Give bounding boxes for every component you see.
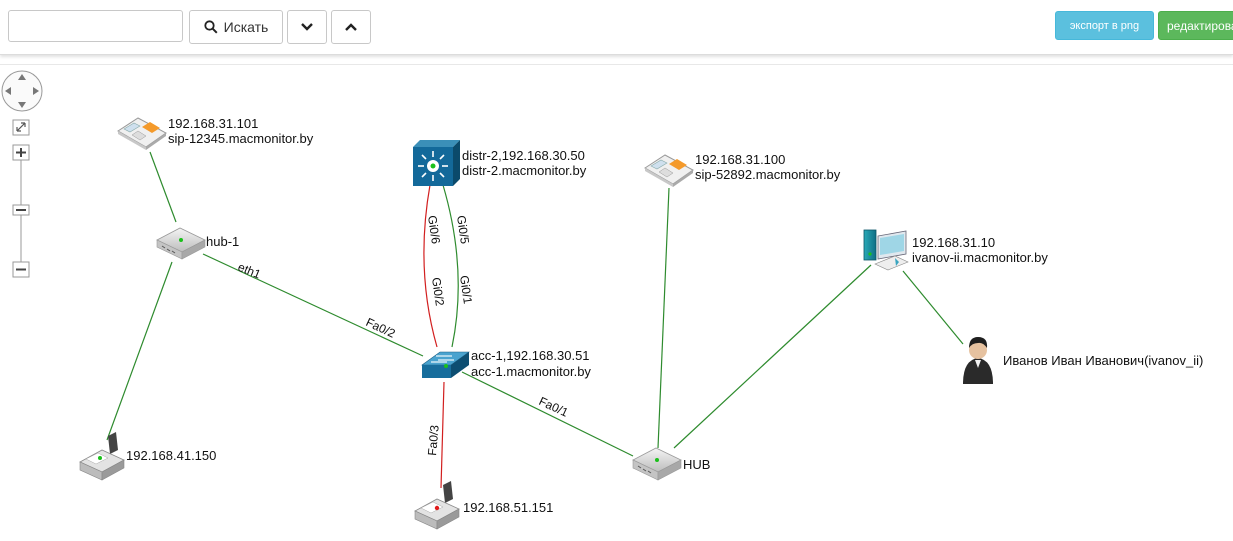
node-label: 192.168.41.150 [126,448,216,463]
node-phone-2[interactable]: 192.168.31.100 sip-52892.macmonitor.by [644,152,841,187]
link-phone1-hub1[interactable] [149,151,177,223]
node-label: acc-1.macmonitor.by [471,364,591,379]
link-hub-pc[interactable] [673,264,872,449]
zoom-slider-handle[interactable] [12,204,30,216]
node-label: sip-52892.macmonitor.by [695,167,841,182]
link-label: Gi0/6 [425,214,443,245]
node-hub[interactable]: HUB [632,447,710,481]
node-user[interactable]: Иванов Иван Иванович(ivanov_ii) [963,337,1203,384]
link-label: Fa0/1 [537,394,571,420]
next-result-button[interactable] [287,10,327,44]
search-button[interactable]: Искать [189,10,283,44]
ip-phone-icon [117,117,167,150]
chevron-down-icon [301,23,313,31]
pan-down-icon[interactable] [18,102,26,108]
node-printer-2[interactable]: 192.168.51.151 [414,481,553,530]
node-label: 192.168.31.101 [168,116,258,131]
node-label: hub-1 [206,234,239,249]
hub-icon [632,447,682,481]
user-icon [963,337,993,384]
link-acc1-hub[interactable] [461,371,634,457]
node-label: distr-2,192.168.30.50 [462,148,585,163]
link-label: Gi0/5 [454,214,472,245]
node-label: sip-12345.macmonitor.by [168,131,314,146]
map-navigation [1,70,43,278]
links [106,151,964,489]
plus-icon [16,148,26,157]
hub-icon [156,227,206,260]
link-label: Gi0/2 [429,276,447,307]
link-acc1-printer2[interactable] [440,381,445,489]
search-icon [204,20,218,34]
node-label: Иванов Иван Иванович(ivanov_ii) [1003,353,1203,368]
node-distr-2[interactable]: distr-2,192.168.30.50 distr-2.macmonitor… [413,140,587,186]
node-hub-1[interactable]: hub-1 [156,227,239,260]
edit-button[interactable]: редактировать [1158,11,1233,40]
pan-left-icon[interactable] [5,87,11,95]
link-distr2-acc1-gi06[interactable] [423,184,438,348]
node-phone-1[interactable]: 192.168.31.101 sip-12345.macmonitor.by [117,116,314,150]
link-labels: eth1 Fa0/2 Gi0/6 Gi0/2 Gi0/5 Gi0/1 Fa0/3… [236,214,571,456]
pan-control[interactable] [1,70,43,112]
pan-right-icon[interactable] [33,87,39,95]
node-printer-1[interactable]: 192.168.41.150 [79,432,216,481]
node-workstation[interactable]: 192.168.31.10 ivanov-ii.macmonitor.by [863,229,1048,271]
link-hub1-printer1[interactable] [106,261,173,441]
printer-icon [414,481,460,530]
workstation-icon [863,229,909,271]
previous-result-button[interactable] [331,10,371,44]
fit-view-button[interactable] [12,119,30,136]
zoom-in-button[interactable] [12,144,30,161]
chevron-up-icon [345,23,357,31]
access-switch-icon [421,351,470,378]
divider [0,64,1233,65]
link-label: Fa0/3 [425,424,442,456]
node-label: distr-2.macmonitor.by [462,163,587,178]
toolbar: Искать экспорт в png редактировать [0,0,1233,55]
node-acc-1[interactable]: acc-1,192.168.30.51 acc-1.macmonitor.by [421,348,591,379]
core-switch-icon [413,140,460,186]
node-label: 192.168.31.100 [695,152,785,167]
expand-icon [16,122,26,132]
node-label: 192.168.51.151 [463,500,553,515]
node-label: acc-1,192.168.30.51 [471,348,590,363]
export-png-button[interactable]: экспорт в png [1055,11,1154,40]
link-user-pc[interactable] [902,270,964,345]
link-phone2-hub[interactable] [657,187,670,449]
link-label: Gi0/1 [457,274,475,305]
ip-phone-icon [644,154,694,187]
zoom-out-button[interactable] [12,261,30,278]
link-distr2-acc1-gi05[interactable] [442,184,459,348]
node-label: ivanov-ii.macmonitor.by [912,250,1048,265]
link-label: eth1 [236,260,263,282]
node-label: 192.168.31.10 [912,235,995,250]
search-button-label: Искать [223,19,269,35]
link-hub1-acc1[interactable] [202,253,424,357]
pan-up-icon[interactable] [18,74,26,80]
search-input[interactable] [8,10,183,42]
node-label: HUB [683,457,710,472]
printer-icon [79,432,125,481]
